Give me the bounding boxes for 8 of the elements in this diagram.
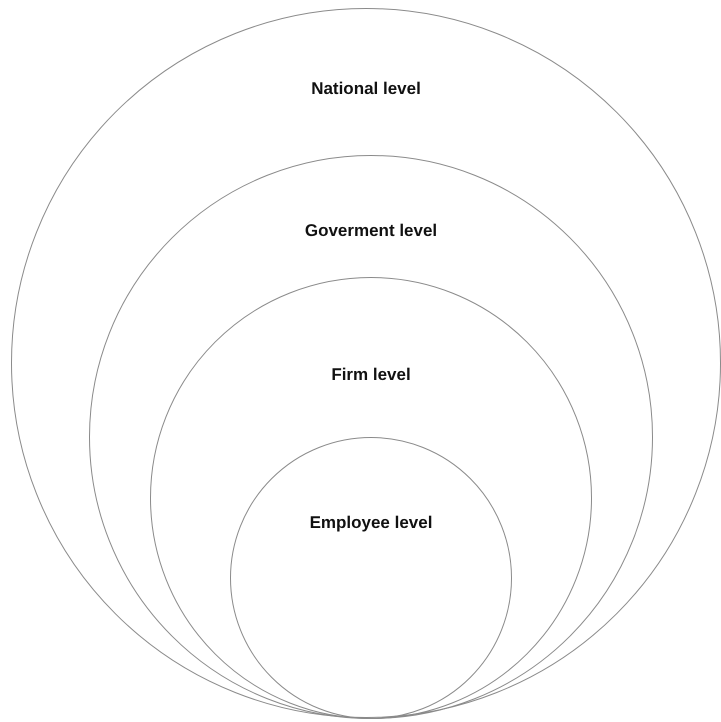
level-label: National level [311, 79, 421, 99]
circle [89, 155, 653, 719]
circle [11, 8, 721, 718]
level-label: Firm level [331, 365, 411, 385]
level-label: Goverment level [304, 221, 438, 241]
level-label: Employee level [310, 513, 432, 533]
circle [150, 277, 592, 719]
circle [230, 437, 512, 719]
